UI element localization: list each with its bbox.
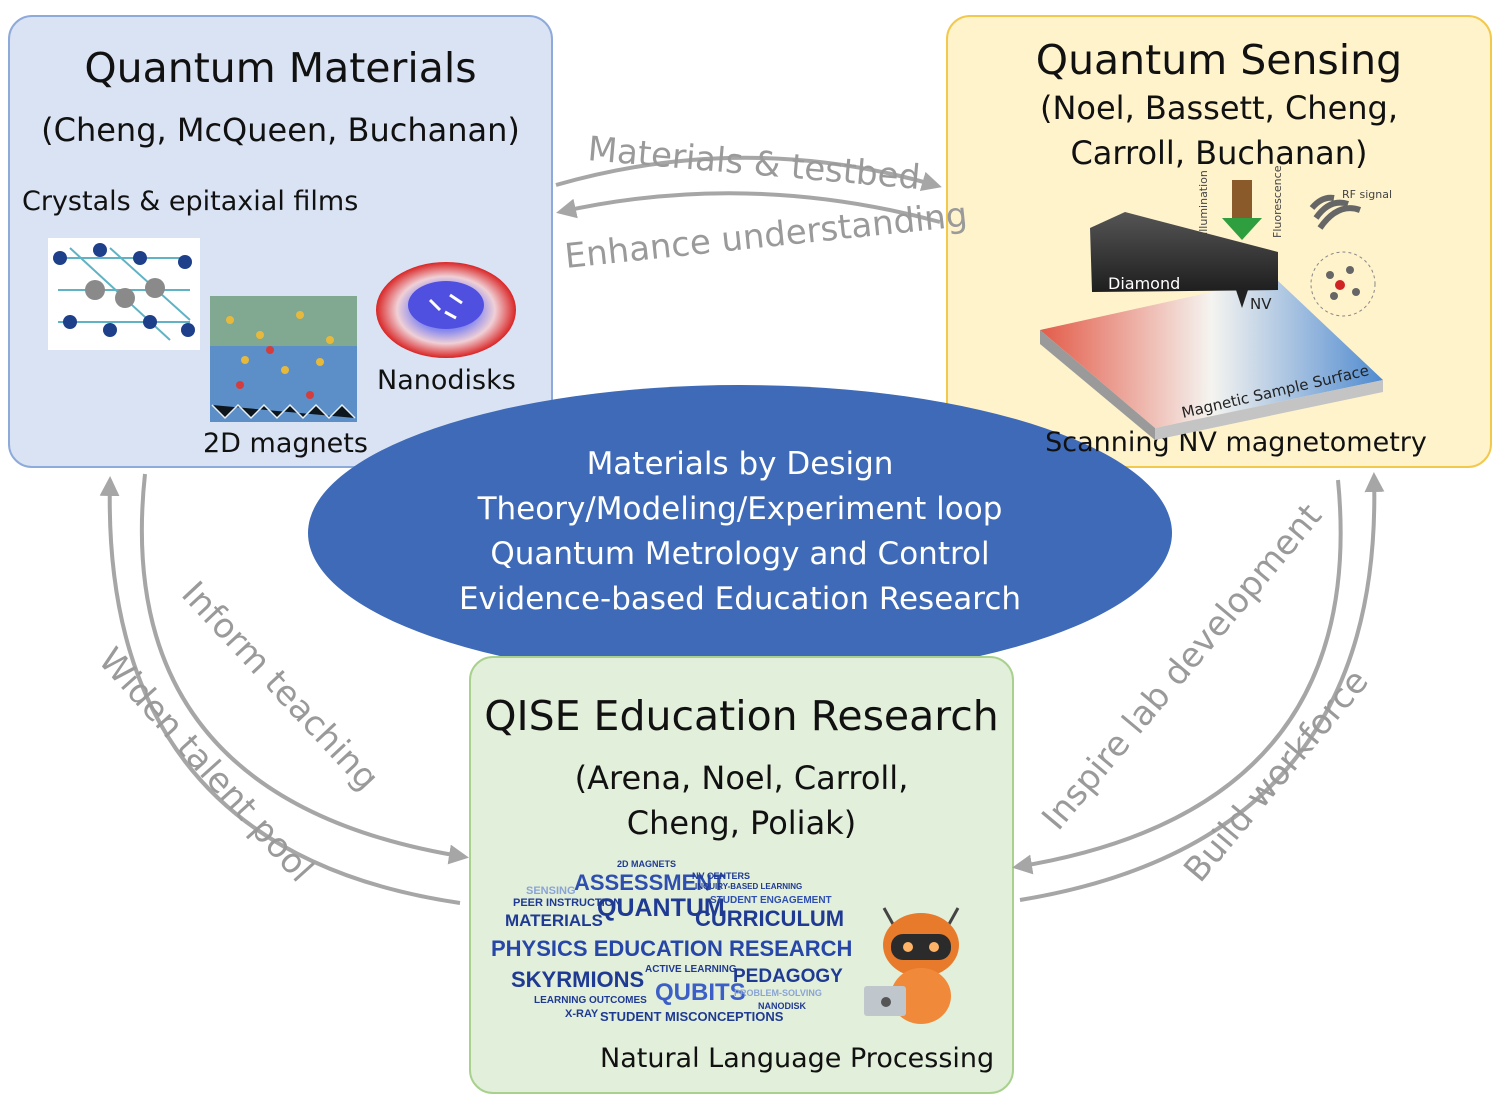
word-cloud-word: NANODISK bbox=[758, 1001, 807, 1011]
word-cloud-word: SKYRMIONS bbox=[511, 967, 644, 992]
label-nv: NV bbox=[1250, 295, 1272, 313]
word-cloud-word: 2D MAGNETS bbox=[617, 859, 676, 869]
nv-magnetometry-image: Diamond NV Illumination Fluorescence RF … bbox=[1040, 165, 1392, 440]
center-line-theory-loop: Theory/Modeling/Experiment loop bbox=[477, 491, 1003, 527]
label-fluorescence: Fluorescence bbox=[1271, 165, 1284, 238]
center-core-ellipse bbox=[308, 385, 1172, 681]
arrow-materials-to-education bbox=[139, 473, 469, 865]
materials-subtitle: Crystals & epitaxial films bbox=[22, 186, 359, 217]
arrow-materials-to-sensing bbox=[555, 155, 942, 192]
center-line-metrology: Quantum Metrology and Control bbox=[490, 536, 990, 572]
crystal-lattice-image bbox=[48, 238, 200, 350]
arrow-label-materials-testbed: Materials & testbed bbox=[586, 129, 922, 198]
arrow-label-enhance-understanding: Enhance understanding bbox=[563, 195, 970, 277]
arrow-education-to-materials bbox=[99, 476, 461, 905]
label-2d-magnets: 2D magnets bbox=[203, 428, 368, 459]
label-illumination: Illumination bbox=[1197, 170, 1210, 235]
word-cloud-word: PEER INSTRUCTION bbox=[513, 897, 621, 909]
word-cloud-word: STUDENT MISCONCEPTIONS bbox=[600, 1009, 784, 1024]
education-caption: Natural Language Processing bbox=[600, 1043, 995, 1074]
word-cloud-word: STUDENT ENGAGEMENT bbox=[710, 895, 832, 906]
word-cloud-word: NV CENTERS bbox=[692, 871, 750, 881]
word-cloud-word: ACTIVE LEARNING bbox=[645, 964, 737, 975]
word-cloud-word: QUBITS bbox=[655, 979, 746, 1006]
word-cloud-word: ASSESSMENT bbox=[574, 870, 726, 895]
word-cloud-word: CURRICULUM bbox=[695, 906, 844, 931]
arrow-education-to-sensing bbox=[1019, 472, 1385, 902]
sensing-title: Quantum Sensing bbox=[1035, 36, 1403, 84]
materials-title: Quantum Materials bbox=[84, 44, 477, 92]
education-people-line1: (Arena, Noel, Carroll, bbox=[574, 759, 909, 797]
center-line-education-research: Evidence-based Education Research bbox=[458, 581, 1022, 617]
arrow-sensing-to-materials bbox=[556, 191, 941, 224]
sensing-caption: Scanning NV magnetometry bbox=[1045, 427, 1427, 458]
nanodisk-image bbox=[376, 262, 516, 358]
education-title: QISE Education Research bbox=[484, 692, 999, 740]
2d-magnets-image bbox=[210, 296, 357, 422]
word-cloud-word: INQUIRY-BASED LEARNING bbox=[695, 882, 802, 891]
center-line-materials-design: Materials by Design bbox=[586, 446, 894, 482]
arrow-label-build-workforce: Build workforce bbox=[1176, 662, 1376, 890]
word-cloud-word: PROBLEM-SOLVING bbox=[734, 988, 822, 998]
sensing-people-line1: (Noel, Bassett, Cheng, bbox=[1039, 89, 1399, 127]
label-rf-signal: RF signal bbox=[1342, 188, 1392, 201]
word-cloud: ASSESSMENT QUANTUM CURRICULUM PHYSICS ED… bbox=[491, 859, 852, 1024]
label-diamond: Diamond bbox=[1108, 274, 1180, 293]
sensing-people-line2: Carroll, Buchanan) bbox=[1070, 134, 1368, 172]
word-cloud-word: SENSING bbox=[526, 885, 576, 897]
arrow-sensing-to-education bbox=[1012, 479, 1343, 875]
word-cloud-word: PHYSICS EDUCATION RESEARCH bbox=[491, 936, 852, 961]
word-cloud-word: QUANTUM bbox=[597, 894, 725, 922]
materials-people: (Cheng, McQueen, Buchanan) bbox=[41, 111, 520, 149]
word-cloud-word: PEDAGOGY bbox=[733, 966, 843, 987]
label-nanodisks: Nanodisks bbox=[377, 365, 516, 396]
word-cloud-word: LEARNING OUTCOMES bbox=[534, 995, 647, 1006]
word-cloud-word: X-RAY bbox=[565, 1008, 599, 1020]
robot-mascot-icon bbox=[864, 907, 960, 1024]
word-cloud-word: MATERIALS bbox=[505, 911, 603, 930]
education-people-line2: Cheng, Poliak) bbox=[626, 804, 857, 842]
